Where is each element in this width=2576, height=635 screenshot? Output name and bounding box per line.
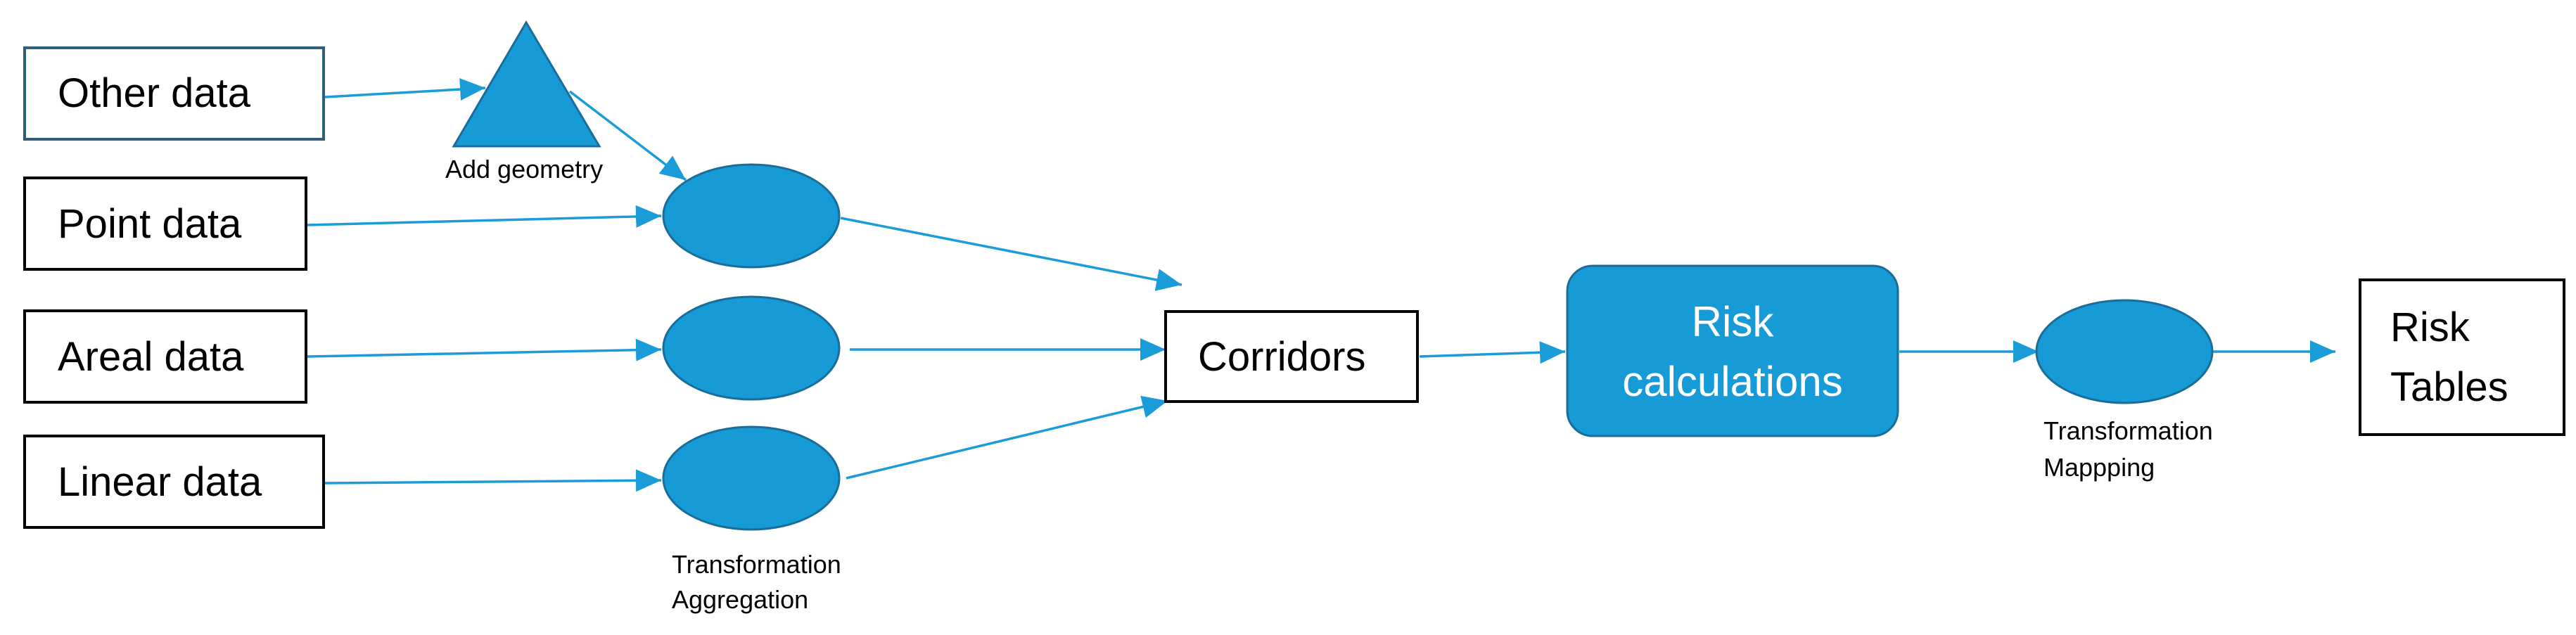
transformation-ellipse-linear [662, 425, 841, 531]
risk-tables-box [2359, 278, 2565, 436]
add-geometry-label: Add geometry [445, 155, 603, 184]
arrow-ellipse1-to-corridors [840, 217, 1182, 291]
add-geometry-triangle [452, 20, 601, 148]
areal-data-box [23, 309, 307, 404]
transformation-mapping-label-line2: Mappping [2043, 453, 2155, 482]
risk-calculations-label-line2: calculations [1622, 358, 1843, 405]
risk-calculations-box [1566, 264, 1899, 437]
risk-tables-label-line1: Risk [2390, 304, 2470, 350]
arrow-triangle-to-ellipse [568, 90, 687, 181]
arrow-other-to-triangle [324, 78, 486, 101]
other-data-label: Other data [58, 70, 251, 116]
corridors-box [1164, 310, 1419, 403]
corridors-label: Corridors [1198, 334, 1366, 380]
arrow-linear-to-ellipse [324, 469, 662, 492]
transformation-ellipse-point [662, 163, 841, 269]
linear-data-box [23, 435, 325, 529]
transformation-aggregation-label-line1: Transformation [672, 550, 841, 579]
other-data-box [23, 46, 325, 141]
arrow-ellipse3-to-corridors [846, 395, 1168, 480]
risk-calculations-label-line1: Risk [1692, 298, 1775, 345]
arrow-point-to-ellipse [307, 205, 662, 228]
transformation-aggregation-label-line2: Aggregation [672, 585, 808, 614]
areal-data-label: Areal data [58, 334, 244, 380]
linear-data-label: Linear data [58, 459, 262, 505]
risk-tables-label-line2: Tables [2390, 364, 2508, 410]
arrow-areal-to-ellipse [307, 338, 662, 361]
transformation-ellipse-mapping [2035, 299, 2214, 404]
arrow-corridors-to-risk-calculations [1419, 341, 1566, 364]
transformation-ellipse-areal [662, 295, 841, 401]
point-data-label: Point data [58, 201, 242, 247]
point-data-box [23, 177, 307, 271]
transformation-mapping-label-line1: Transformation [2043, 416, 2213, 445]
